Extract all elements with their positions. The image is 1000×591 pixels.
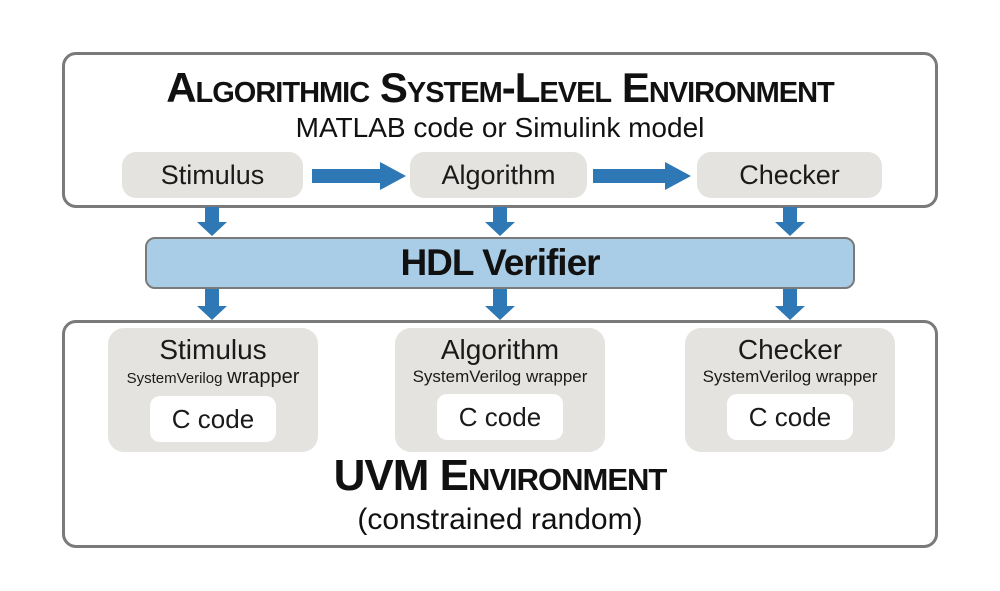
- c-code-label: C code: [458, 401, 542, 432]
- arrow-down-icon: [775, 289, 805, 320]
- asl-environment-subtitle: MATLAB code or Simulink model: [295, 112, 705, 143]
- c-code-label: C code: [171, 403, 255, 434]
- asl-environment-title: Algorithmic System-Level Environment: [166, 64, 835, 111]
- arrow-down-icon: [775, 207, 805, 236]
- uvm-environment-title: UVM Environment: [333, 451, 668, 500]
- asl-block-algorithm: Algorithm: [410, 152, 587, 198]
- hdl-verifier-box: HDL Verifier: [145, 237, 855, 289]
- asl-block-algorithm-label: Algorithm: [441, 159, 556, 190]
- wrapper-tech-label: SystemVerilog: [702, 367, 812, 386]
- c-code-box: C code: [727, 394, 853, 440]
- uvm-panel-checker: Checker SystemVerilog wrapper C code: [685, 328, 895, 452]
- wrapper-tech-label: SystemVerilog: [412, 367, 522, 386]
- arrow-down-icon: [197, 207, 227, 236]
- wrapper-tech-label: SystemVerilog: [126, 370, 223, 387]
- wrapper-word-label: wrapper: [227, 366, 300, 388]
- systemverilog-wrapper-label: SystemVerilog wrapper: [108, 367, 318, 389]
- wrapper-word-label: wrapper: [525, 367, 588, 386]
- asl-block-stimulus-label: Stimulus: [160, 159, 265, 190]
- c-code-box: C code: [150, 396, 276, 442]
- uvm-panel-algorithm-title: Algorithm: [440, 334, 560, 365]
- arrow-down-icon: [485, 207, 515, 236]
- uvm-environment-subtitle: (constrained random): [357, 503, 643, 536]
- systemverilog-wrapper-label: SystemVerilog wrapper: [685, 367, 895, 387]
- wrapper-word-label: wrapper: [815, 367, 878, 386]
- uvm-panel-stimulus-title: Stimulus: [159, 334, 267, 365]
- uvm-panel-algorithm: Algorithm SystemVerilog wrapper C code: [395, 328, 605, 452]
- c-code-label: C code: [748, 401, 832, 432]
- asl-block-checker-label: Checker: [739, 159, 840, 190]
- c-code-box: C code: [437, 394, 563, 440]
- hdl-verifier-label: HDL Verifier: [400, 242, 600, 283]
- asl-block-checker: Checker: [697, 152, 882, 198]
- systemverilog-wrapper-label: SystemVerilog wrapper: [395, 367, 605, 387]
- uvm-panel-stimulus: Stimulus SystemVerilog wrapper C code: [108, 328, 318, 452]
- uvm-panel-checker-title: Checker: [737, 334, 843, 365]
- asl-block-stimulus: Stimulus: [122, 152, 303, 198]
- arrow-down-icon: [485, 289, 515, 320]
- arrow-down-icon: [197, 289, 227, 320]
